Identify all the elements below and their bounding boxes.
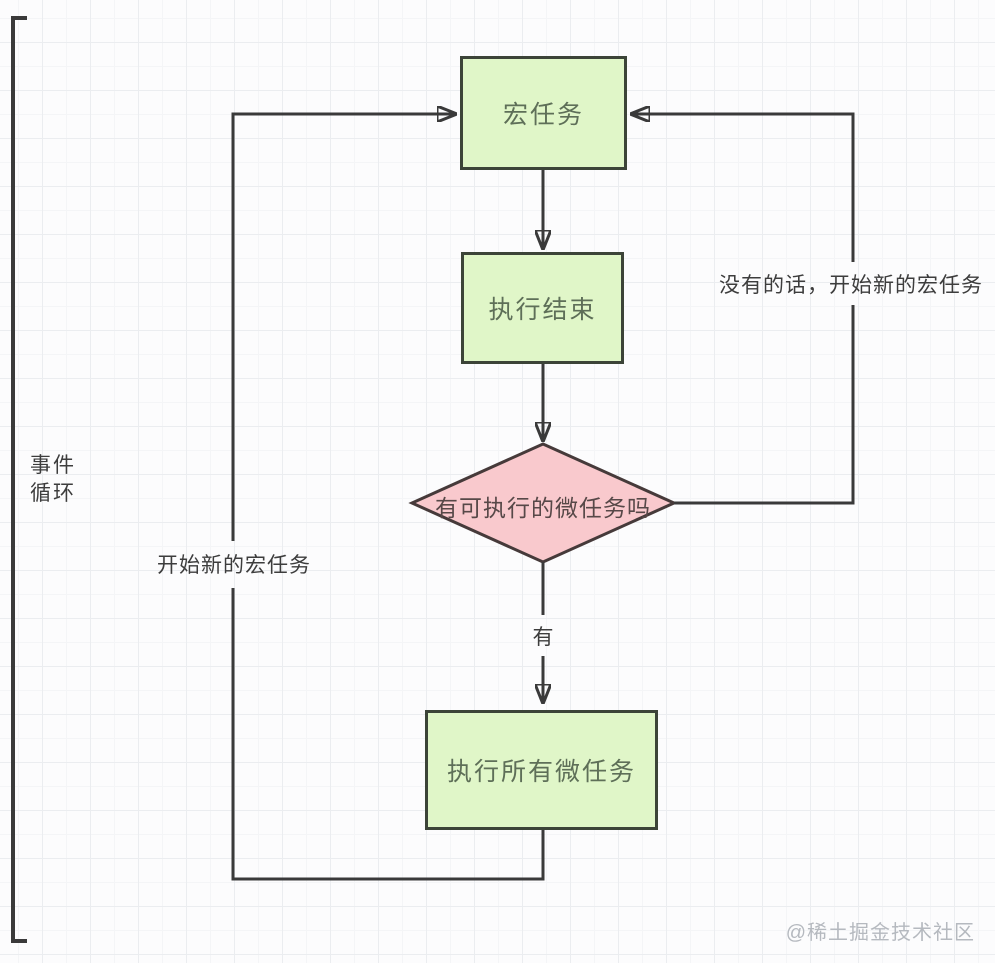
edge-label-no-new-macro: 没有的话，开始新的宏任务 (719, 274, 983, 297)
event-loop-bracket (11, 16, 27, 943)
node-run-all-microtasks-label: 执行所有微任务 (446, 758, 636, 786)
event-loop-label-line2: 循环 (30, 482, 76, 505)
node-macro-task: 宏任务 (460, 56, 627, 170)
edge-diamond-to-macro-upper (632, 114, 855, 262)
node-execution-end: 执行结束 (461, 252, 624, 364)
node-execution-end-label: 执行结束 (488, 296, 597, 324)
edge-diamond-to-macro-lower (674, 305, 855, 505)
event-loop-label-line1: 事件 (30, 454, 76, 477)
edge-micro-to-macro-lower (231, 588, 545, 881)
node-has-microtasks-label: 有可执行的微任务吗 (435, 495, 651, 521)
node-macro-task-label: 宏任务 (502, 101, 584, 129)
edge-label-start-new-macro: 开始新的宏任务 (157, 554, 311, 577)
event-loop-label: 事件 循环 (30, 452, 76, 508)
edge-micro-to-macro-upper (231, 114, 455, 541)
watermark-juejin: @稀土掘金技术社区 (785, 922, 975, 944)
node-run-all-microtasks: 执行所有微任务 (425, 710, 658, 830)
edge-label-yes: 有 (532, 626, 554, 649)
